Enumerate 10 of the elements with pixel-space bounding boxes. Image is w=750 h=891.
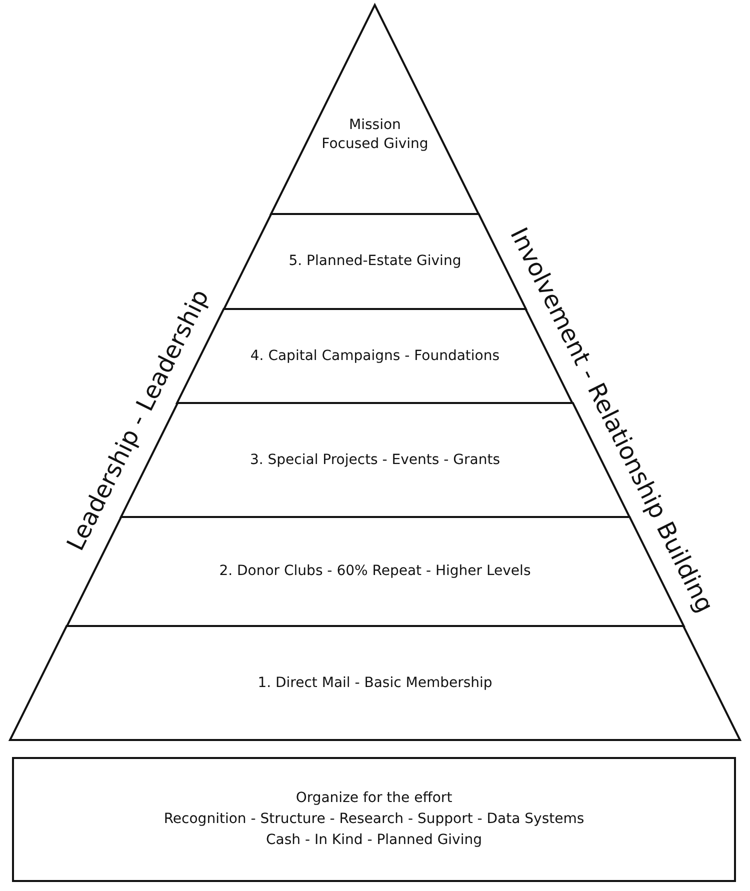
tier-label: 1. Direct Mail - Basic Membership bbox=[256, 674, 494, 692]
tier-label: 2. Donor Clubs - 60% Repeat - Higher Levels bbox=[218, 562, 532, 581]
tier-label: 5. Planned-Estate Giving bbox=[288, 252, 462, 271]
box-text: Cash - In Kind - Planned Giving bbox=[266, 831, 482, 850]
tier-label: 3. Special Projects - Events - Grants bbox=[248, 450, 501, 470]
tier-label: 4. Capital Campaigns - Foundations bbox=[249, 346, 501, 366]
box-text: Recognition - Structure - Research - Support - Data Systems bbox=[164, 810, 584, 829]
info-box bbox=[12, 757, 736, 882]
tier-label: Mission Focused Giving bbox=[320, 116, 430, 154]
box-heading: Organize for the effort bbox=[296, 789, 452, 808]
